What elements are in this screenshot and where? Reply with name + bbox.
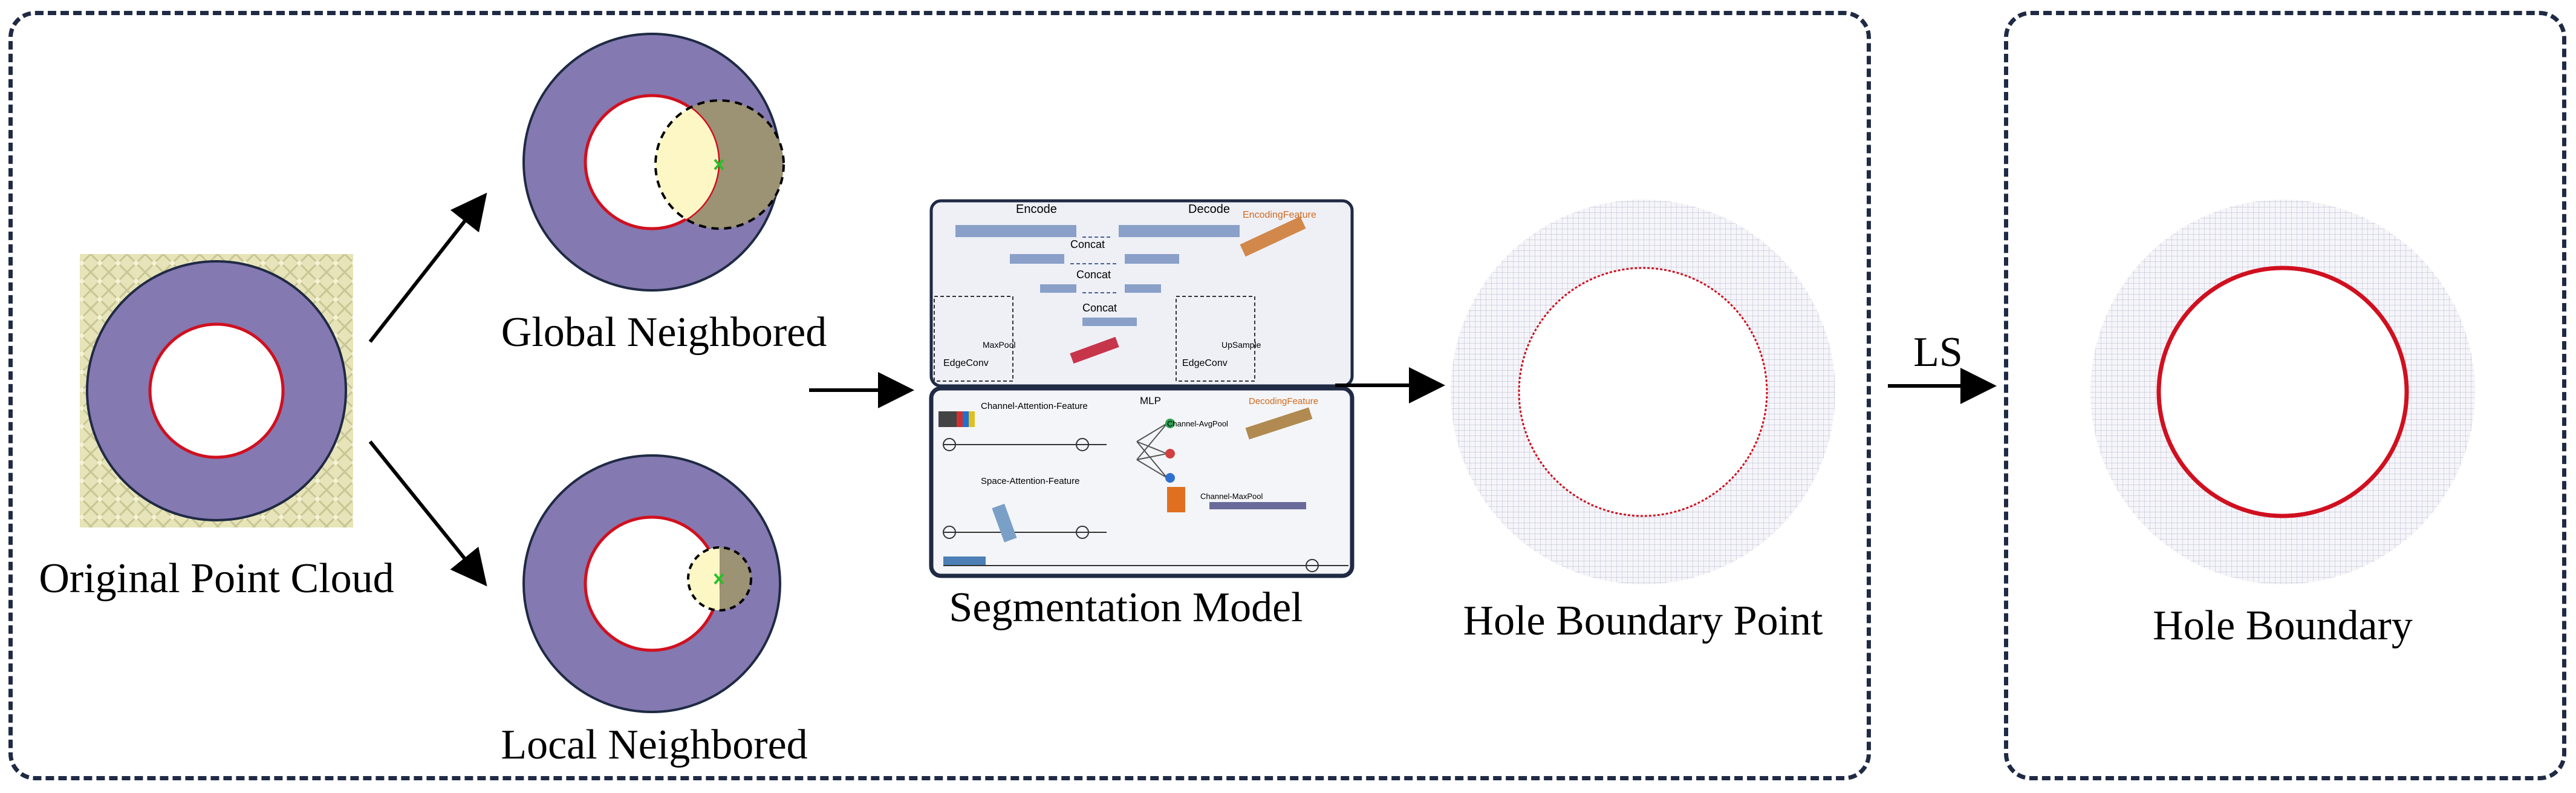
hole-point-label: Hole Boundary Point <box>1463 598 1823 644</box>
hole-boundary-label: Hole Boundary <box>2153 602 2413 649</box>
global-neighborhood-circle <box>654 99 785 230</box>
segmentation-label: Segmentation Model <box>949 584 1303 631</box>
neighborhood-highlight <box>655 100 718 229</box>
decode-label: Decode <box>1188 203 1230 216</box>
original-label: Original Point Cloud <box>39 555 394 602</box>
hole-boundary-figure <box>2090 200 2475 584</box>
arrow-to-local <box>368 440 487 587</box>
maxpool-label: MaxPool <box>983 340 1015 350</box>
local-neighborhood-circle <box>687 546 752 612</box>
space-attention-label: Space-Attention-Feature <box>981 476 1079 486</box>
local-neighbored-figure <box>522 454 781 713</box>
result-panel <box>2004 11 2566 780</box>
upsample-label: UpSample <box>1221 340 1261 350</box>
global-neighbored-figure <box>522 33 785 292</box>
attention-block <box>929 386 1355 578</box>
ls-label: LS <box>1913 329 1963 376</box>
concat-label-3: Concat <box>1082 302 1117 314</box>
edgeconv-label-2: EdgeConv <box>1182 358 1228 368</box>
edgeconv-label: EdgeConv <box>943 358 989 368</box>
local-label: Local Neighbored <box>501 722 808 768</box>
encode-label: Encode <box>1016 203 1057 216</box>
mlp-label: MLP <box>1140 395 1161 406</box>
boundary-points <box>1518 267 1768 517</box>
fitted-boundary <box>2156 266 2409 518</box>
channel-maxpool-label: Channel-MaxPool <box>1200 492 1263 501</box>
hole-boundary-point-figure <box>1451 200 1835 584</box>
channel-avgpool-label: Channel-AvgPool <box>1167 419 1228 428</box>
channel-attention-label: Channel-Attention-Feature <box>981 401 1088 411</box>
decoding-feature-label: DecodingFeature <box>1249 396 1318 406</box>
global-label: Global Neighbored <box>501 309 827 356</box>
encoding-feature-label: EncodingFeature <box>1243 210 1316 220</box>
concat-label-1: Concat <box>1070 238 1105 250</box>
original-point-cloud <box>80 254 353 527</box>
pipeline-panel <box>8 11 1871 780</box>
concat-label-2: Concat <box>1076 269 1111 281</box>
segmentation-model-figure: Encode Decode Concat Concat Concat Encod… <box>929 199 1355 578</box>
arrow-to-global <box>368 192 487 343</box>
inner-hole <box>148 322 285 459</box>
